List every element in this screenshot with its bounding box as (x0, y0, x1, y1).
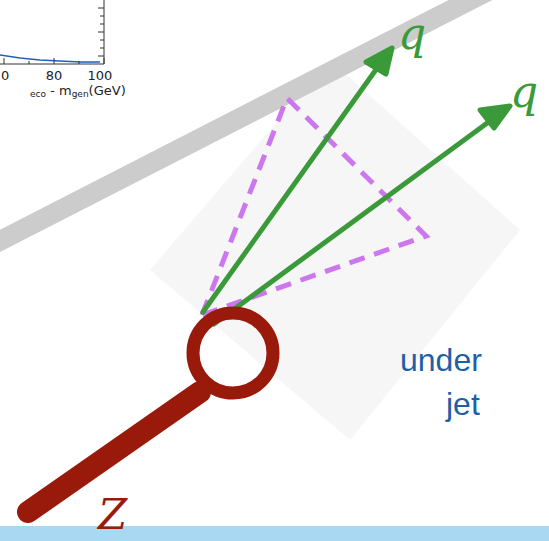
tick-label: 100 (88, 69, 113, 82)
note-text: under (400, 344, 482, 376)
axis-subscript: eco (30, 90, 46, 99)
axis-subscript: gen (72, 90, 89, 99)
tick-label: 80 (46, 69, 63, 82)
jet-cone (202, 98, 426, 315)
axis-label: (GeV) (89, 84, 126, 97)
note-text: jet (446, 388, 480, 420)
quark-label: q (510, 70, 538, 114)
quark-label: q (398, 12, 426, 56)
magnifying-glass (28, 313, 273, 512)
boson-label: Z (98, 494, 127, 536)
tick-label: 0 (1, 69, 9, 82)
histogram-line (0, 55, 100, 62)
axis-label: - m (46, 84, 72, 97)
footer-bar (0, 526, 549, 541)
plot-area (0, 0, 108, 68)
quark-arrows (203, 48, 510, 324)
axis-ticks (4, 8, 104, 64)
x-axis (0, 64, 104, 65)
shade-panel (150, 60, 520, 440)
